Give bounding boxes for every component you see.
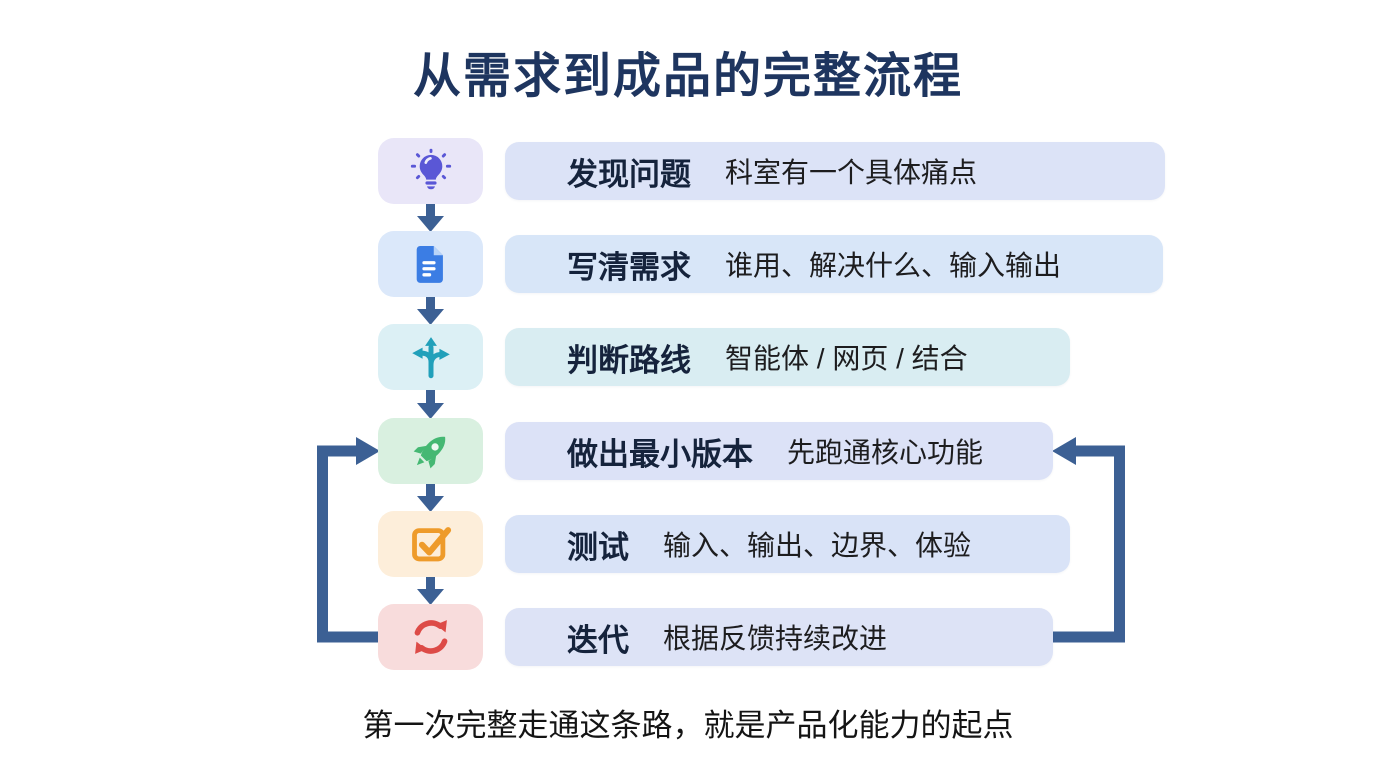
step-detail: 先跑通核心功能 [787, 437, 984, 468]
step-box: 迭代 根据反馈持续改进 [505, 608, 1053, 666]
step-icon-tile [378, 511, 483, 577]
step-label: 测试 [567, 529, 629, 565]
step-detail: 谁用、解决什么、输入输出 [725, 250, 1062, 281]
step-label: 发现问题 [567, 156, 691, 192]
checkbox-icon [411, 527, 451, 562]
refresh-icon [414, 620, 447, 654]
step-label: 做出最小版本 [567, 436, 753, 472]
document-icon [416, 246, 443, 283]
step-icon-tile [378, 604, 483, 670]
step-detail: 输入、输出、边界、体验 [663, 530, 972, 561]
step-detail: 根据反馈持续改进 [663, 623, 888, 654]
down-arrow [417, 202, 444, 232]
step-box: 测试 输入、输出、边界、体验 [505, 515, 1070, 573]
step-detail: 科室有一个具体痛点 [725, 157, 978, 188]
down-arrow [417, 575, 444, 605]
rocket-icon [413, 436, 445, 469]
step-label: 迭代 [567, 622, 629, 658]
step-detail: 智能体 / 网页 / 结合 [725, 343, 968, 374]
step-icon-tile [378, 231, 483, 297]
step-icon-tile [378, 138, 483, 204]
footer-caption: 第一次完整走通这条路，就是产品化能力的起点 [362, 708, 1014, 743]
lightbulb-icon [410, 148, 451, 190]
down-arrow [417, 295, 444, 325]
branch-arrows-icon [411, 337, 450, 379]
step-icon-tile [378, 324, 483, 390]
page-title: 从需求到成品的完整流程 [412, 50, 963, 103]
step-icon-tile [378, 418, 483, 484]
step-box: 发现问题 科室有一个具体痛点 [505, 142, 1165, 200]
down-arrow [417, 388, 444, 419]
step-box: 判断路线 智能体 / 网页 / 结合 [505, 328, 1070, 386]
step-label: 判断路线 [567, 342, 691, 378]
step-box: 做出最小版本 先跑通核心功能 [505, 422, 1053, 480]
step-label: 写清需求 [567, 249, 691, 285]
step-box: 写清需求 谁用、解决什么、输入输出 [505, 235, 1163, 293]
left-loop-arrow [317, 437, 380, 643]
down-arrow [417, 482, 444, 512]
